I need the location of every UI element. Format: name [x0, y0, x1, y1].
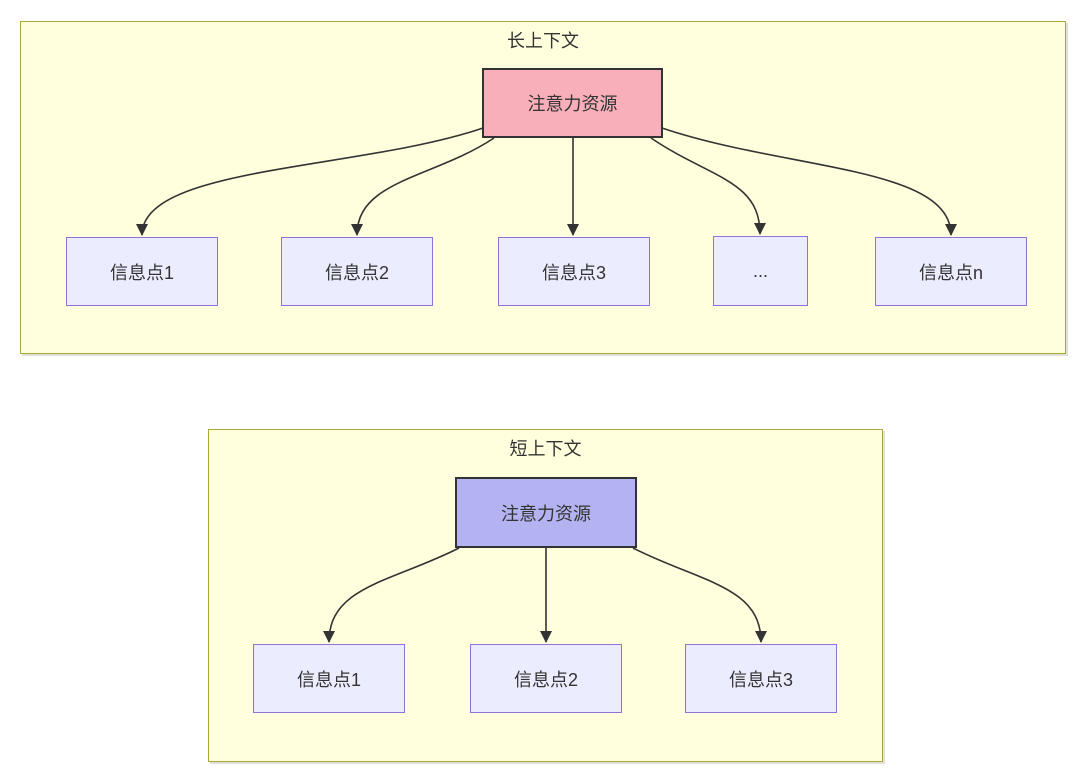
short-info-point-1-node: 信息点1	[253, 644, 405, 713]
long-info-point-2-node: 信息点2	[281, 237, 433, 306]
short-info-point-2-node: 信息点2	[470, 644, 622, 713]
long-context-title: 长上下文	[507, 31, 579, 51]
long-attention-resource-node: 注意力资源	[482, 68, 663, 138]
long-info-point-3-node: 信息点3	[498, 237, 650, 306]
long-info-point-n-node: 信息点n	[875, 237, 1027, 306]
long-info-point-ellipsis-node: ...	[713, 236, 808, 306]
short-context-title: 短上下文	[509, 439, 582, 459]
short-info-point-3-node: 信息点3	[685, 644, 837, 713]
short-attention-resource-node: 注意力资源	[455, 477, 637, 548]
long-info-point-1-node: 信息点1	[66, 237, 218, 306]
